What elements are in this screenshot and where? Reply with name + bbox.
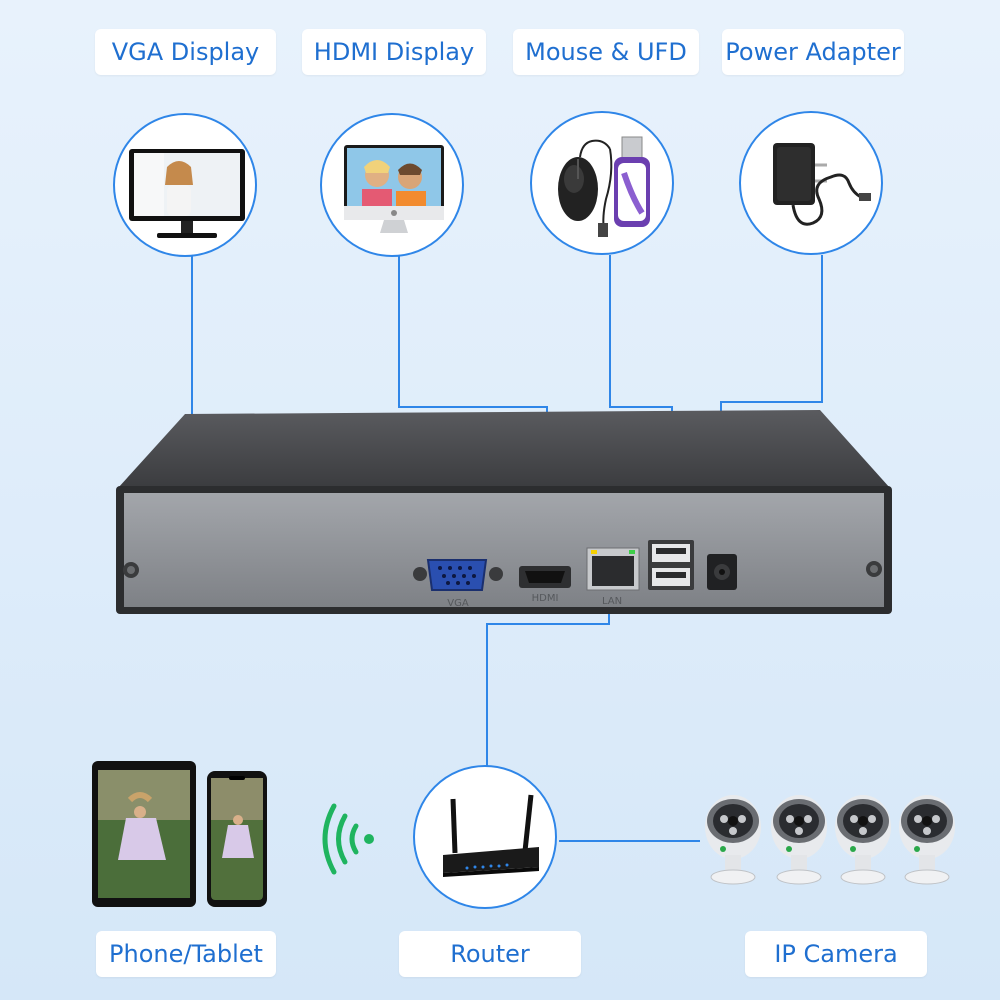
tablet-icon bbox=[92, 761, 196, 907]
vga-display-circle bbox=[113, 113, 257, 257]
ip-camera-icon bbox=[834, 794, 892, 885]
router-icon bbox=[443, 794, 539, 877]
ip-camera-icon bbox=[898, 794, 956, 885]
mouse-ufd-circle bbox=[530, 111, 674, 255]
label-mouse-ufd: Mouse & UFD bbox=[513, 29, 699, 75]
vga-monitor-icon bbox=[129, 149, 245, 238]
vga-port bbox=[413, 559, 503, 591]
ip-camera-icon bbox=[770, 794, 828, 885]
label-hdmi-display: HDMI Display bbox=[302, 29, 486, 75]
ip-camera-icon bbox=[704, 794, 762, 885]
mouse-icon bbox=[558, 139, 613, 237]
label-router: Router bbox=[399, 931, 581, 977]
imac-monitor-icon bbox=[344, 145, 444, 233]
usb-drive-icon bbox=[614, 136, 650, 227]
usb-ports bbox=[648, 540, 694, 590]
label-ip-camera: IP Camera bbox=[745, 931, 927, 977]
hdmi-display-circle bbox=[320, 113, 464, 257]
port-label-hdmi: HDMI bbox=[532, 593, 559, 604]
label-vga-display: VGA Display bbox=[95, 29, 276, 75]
wifi-icon bbox=[322, 803, 374, 875]
power-adapter-circle bbox=[739, 111, 883, 255]
dc-power-port bbox=[707, 554, 737, 590]
nvr-top bbox=[118, 410, 890, 488]
label-phone-tablet: Phone/Tablet bbox=[96, 931, 276, 977]
nvr-front-panel bbox=[124, 493, 884, 607]
port-label-lan: LAN bbox=[602, 596, 622, 607]
power-adapter-icon bbox=[773, 143, 871, 226]
lan-port bbox=[586, 547, 640, 591]
phone-icon bbox=[207, 771, 267, 907]
hdmi-port bbox=[519, 566, 571, 588]
router-circle bbox=[413, 765, 557, 909]
label-power-adapter: Power Adapter bbox=[722, 29, 904, 75]
port-label-vga: VGA bbox=[447, 598, 469, 609]
